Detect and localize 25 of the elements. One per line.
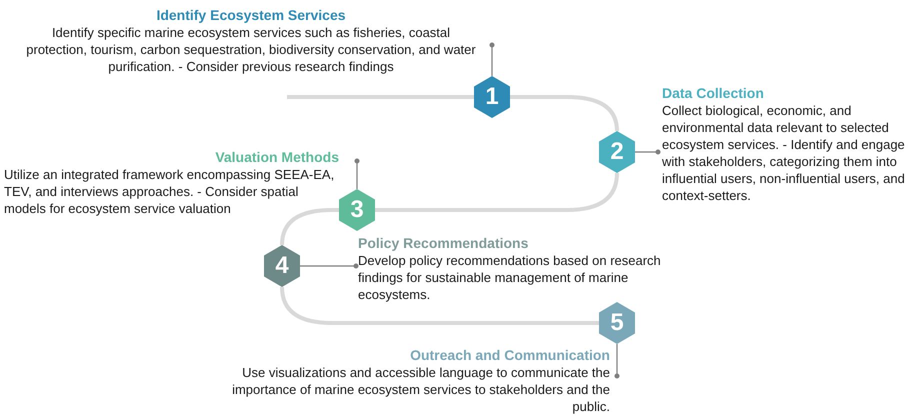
leader-line — [635, 150, 660, 154]
step-description: Identify specific marine ecosystem services such as fisheries, coastal protection, tourism, carbon sequestration, biodiversity conservation, and water purification. - Consider previous research findings — [25, 24, 477, 75]
leader-line — [490, 42, 494, 76]
path-connector — [280, 286, 599, 325]
path-connector — [375, 172, 619, 212]
step-hexagon: 5 — [599, 302, 635, 344]
step-description: Utilize an integrated framework encompassing SEEA-EA, TEV, and interviews approaches. - Consider spatial models for ecosystem service valuation — [4, 166, 336, 217]
step-hexagon: 1 — [474, 76, 510, 118]
step-heading: Identify Ecosystem Services — [155, 6, 347, 24]
leader-line — [614, 344, 620, 378]
step-heading: Data Collection — [662, 84, 765, 102]
path-connector — [280, 208, 339, 246]
step-description: Collect biological, economic, and environmental data relevant to selected ecosystem services. - Identify and engage with stakeholders, categorizing them into influential users, non-influential users, and context-setters. — [662, 102, 906, 204]
step-heading: Valuation Methods — [214, 148, 339, 166]
path-connector — [510, 95, 619, 132]
step-hexagon: 4 — [264, 245, 300, 287]
step-description: Use visualizations and accessible language to communicate the importance of marine ecosystem services to stakeholders and the public. — [231, 364, 610, 415]
leader-line — [300, 264, 358, 268]
step-hexagon: 2 — [599, 131, 635, 173]
path-connector — [287, 95, 474, 99]
leader-line — [354, 158, 360, 189]
step-description: Develop policy recommendations based on research findings for sustainable management of marine ecosystems. — [358, 252, 662, 303]
step-heading: Policy Recommendations — [358, 234, 530, 252]
step-hexagon: 3 — [339, 189, 375, 231]
step-heading: Outreach and Communication — [409, 346, 610, 364]
